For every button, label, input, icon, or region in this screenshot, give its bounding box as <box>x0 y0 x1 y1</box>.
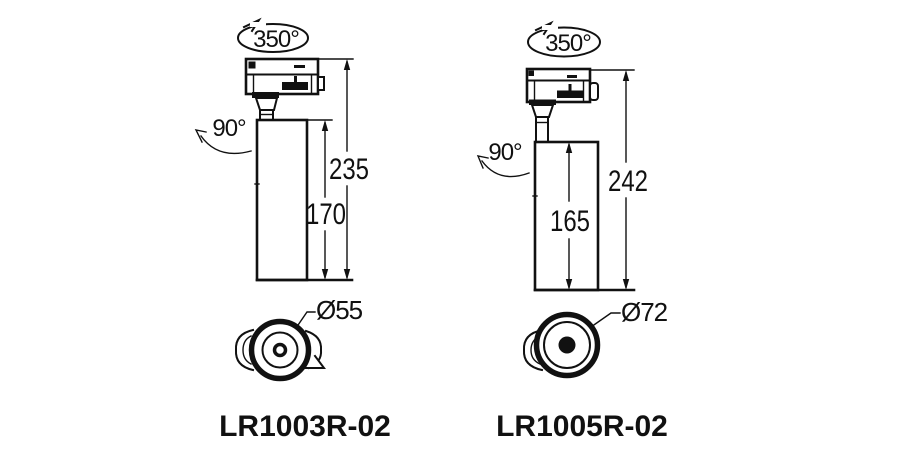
cylinder-body-left <box>254 118 309 282</box>
body-height-value: 165 <box>550 205 590 238</box>
cylinder-body-right <box>532 140 600 292</box>
contact-block <box>248 61 256 69</box>
diameter-value: Ø55 <box>316 295 363 325</box>
rotation-indicator-left: 350° <box>237 17 309 53</box>
rotation-arrow-icon <box>534 20 554 36</box>
tilt-arc <box>200 135 252 155</box>
leader-line <box>295 311 316 329</box>
neck-joint-left <box>254 97 279 121</box>
rotation-ellipse <box>237 23 309 53</box>
rotation-indicator-right: 350° <box>527 20 601 58</box>
dim-arrow-down-icon <box>622 279 630 290</box>
dim-arrow-up-icon <box>343 59 351 70</box>
dimension-diameter-right: Ø72 <box>590 297 669 328</box>
dim-arrow-up-icon <box>622 70 630 81</box>
rotation-ellipse <box>527 26 601 58</box>
dim-arrow-down-icon <box>343 269 351 280</box>
tilt-indicator-left: 90° <box>194 115 252 155</box>
body-height-value: 170 <box>306 198 346 231</box>
bottom-view-right <box>522 311 601 379</box>
track-adapter-head-left <box>244 57 325 98</box>
lock-lever <box>557 90 583 98</box>
rotation-angle-label: 350° <box>253 26 299 53</box>
overall-height-value: 235 <box>329 153 369 186</box>
dim-arrow-down-icon <box>321 269 329 280</box>
dimension-overall-height-left: 235 <box>317 58 369 280</box>
fixture-left: 350° 90° <box>194 17 391 443</box>
fixture-right: 350° 90° <box>476 20 669 443</box>
track-adapter-head-right <box>525 67 599 105</box>
model-number-right: LR1005R-02 <box>496 410 668 443</box>
leader-line <box>590 312 621 328</box>
rotation-arrow-icon <box>242 17 262 33</box>
overall-height-value: 242 <box>608 165 648 198</box>
tilt-angle-label: 90° <box>212 115 246 142</box>
tilt-arc <box>481 160 530 178</box>
dimension-body-height-right: 165 <box>550 142 590 290</box>
dimension-diameter-left: Ø55 <box>295 295 364 329</box>
contact-block <box>528 70 534 76</box>
lens-center <box>558 336 576 354</box>
dimension-body-height-left: 170 <box>306 119 346 280</box>
diameter-value: Ø72 <box>621 297 668 327</box>
neck-joint-right <box>530 104 555 143</box>
tilt-arrow-icon <box>476 155 489 169</box>
side-knob <box>317 76 325 91</box>
dim-arrow-up-icon <box>565 142 573 153</box>
dim-arrow-down-icon <box>565 279 573 290</box>
tilt-angle-label: 90° <box>488 139 522 166</box>
lock-lever <box>282 82 308 90</box>
dim-arrow-up-icon <box>321 120 329 131</box>
side-knob <box>589 82 599 101</box>
bottom-view-left <box>234 318 326 382</box>
tilt-arrow-icon <box>194 129 207 143</box>
rotation-angle-label: 350° <box>545 30 591 57</box>
left-bracket-tab <box>522 328 544 372</box>
model-number-left: LR1003R-02 <box>219 410 391 443</box>
dimension-overall-height-right: 242 <box>589 69 648 290</box>
tilt-indicator-right: 90° <box>476 139 530 178</box>
lens-center <box>272 342 288 358</box>
left-bracket-tab <box>234 328 255 372</box>
